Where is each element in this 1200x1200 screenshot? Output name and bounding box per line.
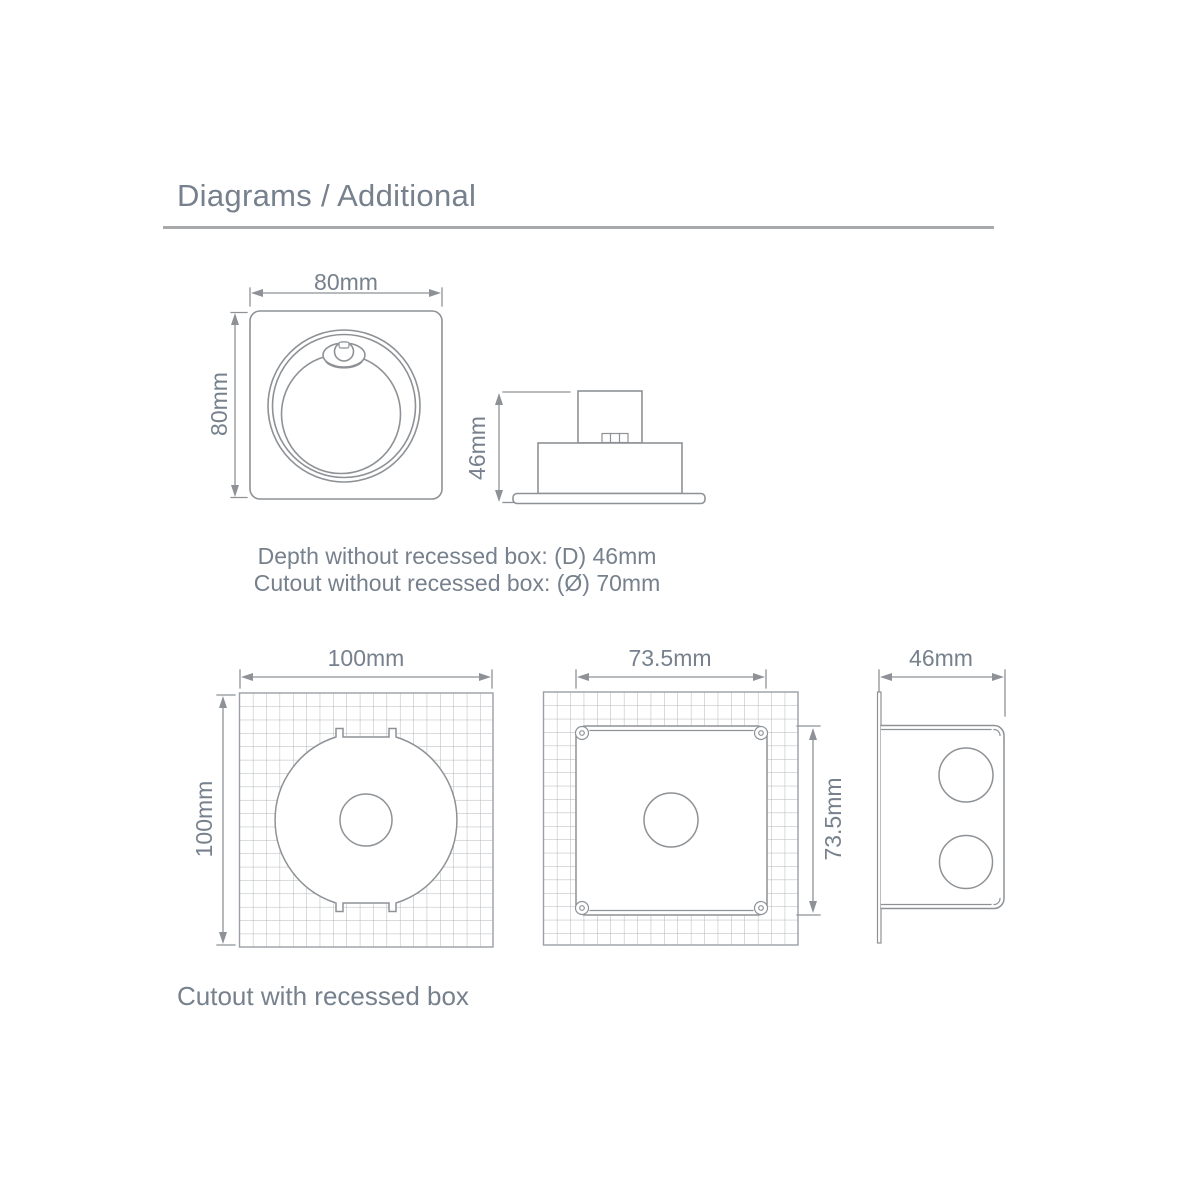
arrowhead bbox=[495, 490, 503, 502]
sensor-notch bbox=[338, 341, 350, 349]
side-view-drawing bbox=[495, 390, 706, 505]
template-width-dim-label: 100mm bbox=[327, 645, 405, 671]
corner-clip bbox=[993, 897, 1001, 906]
arrowhead bbox=[992, 673, 1004, 681]
cable-hole bbox=[339, 793, 393, 847]
arrowhead bbox=[251, 289, 263, 297]
lamp-body bbox=[537, 442, 683, 495]
face-flange bbox=[512, 492, 706, 505]
dimension-recess-height bbox=[796, 725, 821, 916]
cable-hole bbox=[643, 792, 699, 848]
arrowhead bbox=[577, 673, 589, 681]
dimension-template-width bbox=[239, 669, 493, 689]
bottom-caption: Cutout with recessed box bbox=[177, 981, 469, 1011]
arrowhead bbox=[880, 673, 892, 681]
dimension-box-width bbox=[878, 669, 1006, 717]
dimension-template-height bbox=[216, 694, 236, 946]
front-view-drawing bbox=[230, 287, 443, 500]
recess-width-dim-label: 73.5mm bbox=[628, 645, 712, 671]
arrowhead bbox=[753, 673, 765, 681]
cutout-template-view bbox=[216, 669, 494, 948]
spec-note-cutout: Cutout without recessed box: (Ø) 70mm bbox=[253, 570, 661, 596]
terminal-block bbox=[601, 432, 629, 444]
dimension-side-depth bbox=[498, 391, 571, 504]
sensor-ball-underside bbox=[325, 361, 363, 369]
box-body bbox=[880, 724, 1005, 910]
page-title: Diagrams / Additional bbox=[177, 178, 477, 213]
template-height-dim-label: 100mm bbox=[191, 780, 217, 858]
title-divider bbox=[163, 226, 994, 229]
arrowhead bbox=[241, 673, 253, 681]
recess-cutout-view bbox=[542, 669, 821, 946]
corner-screw-bosses bbox=[574, 725, 769, 916]
arrowhead bbox=[809, 901, 817, 913]
dimension-front-height bbox=[230, 311, 248, 499]
front-height-dim-label: 80mm bbox=[206, 372, 232, 436]
front-faceplate bbox=[249, 310, 443, 500]
corner-clip bbox=[993, 728, 1001, 737]
arrowhead bbox=[231, 485, 239, 497]
recessed-box-side-view bbox=[876, 669, 1006, 944]
front-width-dim-label: 80mm bbox=[314, 269, 378, 295]
box-side-width-dim-label: 46mm bbox=[909, 645, 973, 671]
spec-note-depth: Depth without recessed box: (D) 46mm bbox=[257, 543, 657, 569]
arrowhead bbox=[479, 673, 491, 681]
arrowhead bbox=[219, 932, 227, 944]
knockout-hole-top bbox=[938, 747, 994, 803]
front-trim-ring-outer bbox=[267, 329, 421, 483]
dimension-front-width bbox=[249, 287, 443, 307]
recess-height-dim-label: 73.5mm bbox=[820, 777, 846, 861]
knockout-hole-bottom bbox=[938, 834, 994, 890]
dimension-recess-width bbox=[575, 669, 767, 689]
arrowhead bbox=[231, 313, 239, 325]
front-gimbal-ring bbox=[280, 353, 402, 475]
round-cutout bbox=[274, 727, 458, 913]
spec-notes: Depth without recessed box: (D) 46mm Cut… bbox=[227, 543, 687, 597]
arrowhead bbox=[495, 393, 503, 405]
front-trim-ring-inner bbox=[271, 333, 417, 479]
arrowhead bbox=[219, 696, 227, 708]
side-depth-dim-label: 46mm bbox=[464, 416, 490, 480]
square-cutout bbox=[575, 725, 768, 916]
arrowhead bbox=[429, 289, 441, 297]
arrowhead bbox=[809, 728, 817, 740]
